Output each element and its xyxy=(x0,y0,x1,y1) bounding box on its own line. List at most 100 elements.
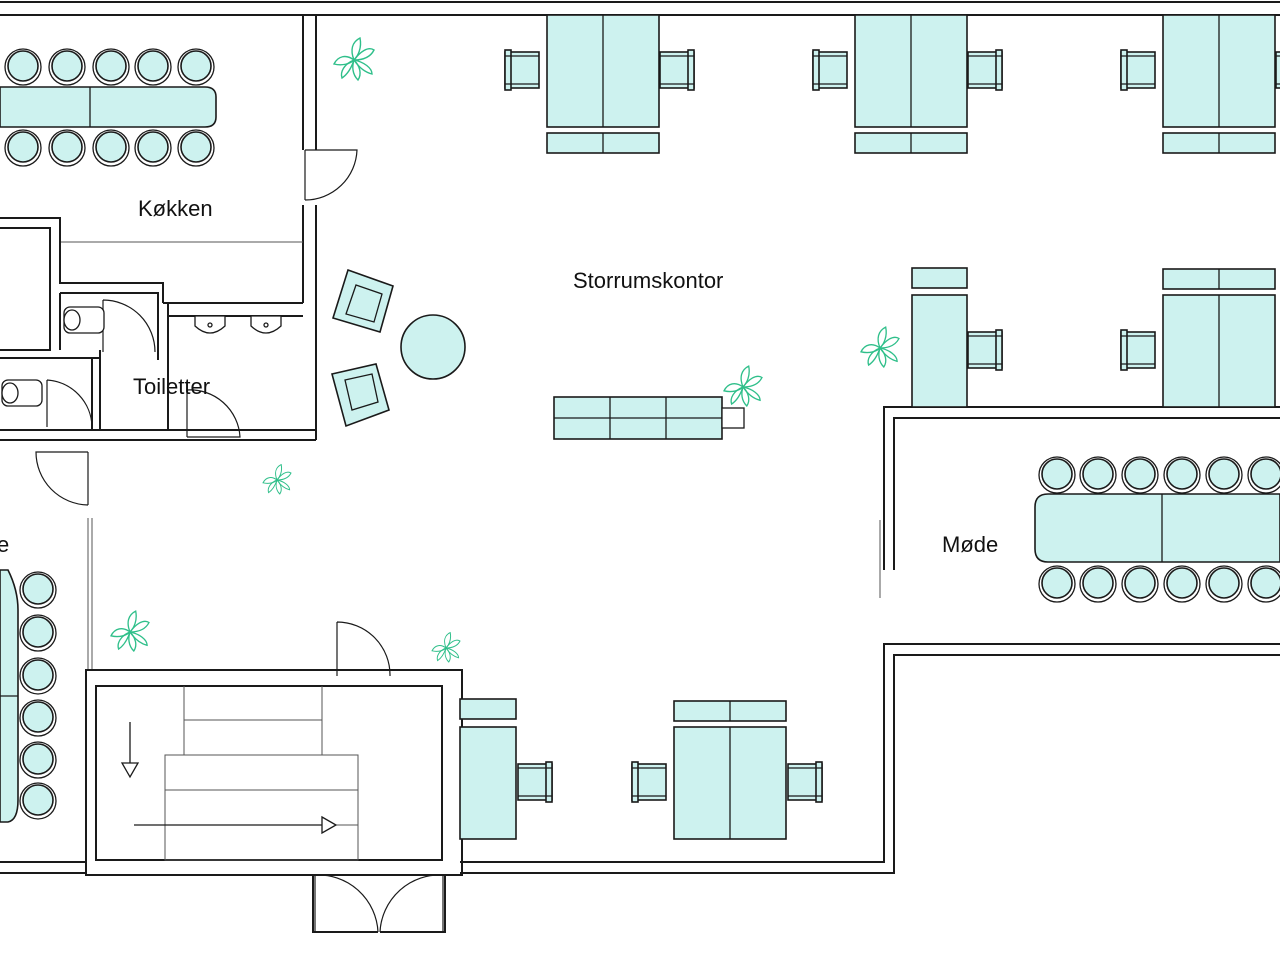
armchair-icon xyxy=(331,363,390,428)
chair-icon xyxy=(22,743,54,775)
sink-icon xyxy=(194,315,226,334)
desk-icon xyxy=(911,294,968,408)
chair-icon xyxy=(1166,458,1198,490)
walls xyxy=(0,1,1280,933)
chair-icon xyxy=(92,48,130,86)
chair-icon xyxy=(22,701,54,733)
staircase-icon xyxy=(120,686,359,861)
desk-cluster xyxy=(911,267,968,408)
chair-icon xyxy=(180,50,212,82)
plant-icon xyxy=(110,610,150,653)
chair-icon xyxy=(134,129,172,167)
kitchen-table xyxy=(0,48,217,167)
chair-icon xyxy=(22,616,54,648)
chair-icon xyxy=(22,784,54,816)
lounge xyxy=(331,268,745,440)
room-label-kitchen: Køkken xyxy=(138,196,213,221)
chair-icon xyxy=(177,129,215,167)
chair-icon xyxy=(51,131,83,163)
chair-icon xyxy=(19,614,57,652)
chair-icon xyxy=(1120,329,1156,371)
chair-icon xyxy=(22,659,54,691)
chair-icon xyxy=(1041,567,1073,599)
chairs-row xyxy=(4,129,215,167)
chair-icon xyxy=(504,49,540,91)
chair-icon xyxy=(1124,458,1156,490)
desk-icon xyxy=(459,726,517,840)
chair-icon xyxy=(1205,456,1243,494)
desk-cluster xyxy=(459,698,517,840)
west-meeting-table xyxy=(0,569,57,823)
toilet-fixtures xyxy=(1,306,282,407)
doors xyxy=(35,149,444,933)
desk-cluster xyxy=(854,14,968,154)
chair-icon xyxy=(1275,51,1280,89)
chair-icon xyxy=(1208,567,1240,599)
chair-icon xyxy=(177,48,215,86)
chair-icon xyxy=(19,741,57,779)
chair-icon xyxy=(1079,456,1117,494)
chairs-row xyxy=(1038,565,1280,603)
chair-icon xyxy=(517,761,553,803)
chair-icon xyxy=(1163,565,1201,603)
chair-icon xyxy=(48,48,86,86)
chair-icon xyxy=(4,129,42,167)
plant-icon xyxy=(262,463,292,495)
chair-icon xyxy=(1120,49,1156,91)
toilet-icon xyxy=(1,379,43,407)
chair-icon xyxy=(92,129,130,167)
room-label-open-office: Storrumskontor xyxy=(573,268,723,293)
chair-icon xyxy=(967,329,1003,371)
sink-icon xyxy=(250,315,282,334)
chair-icon xyxy=(631,761,667,803)
chair-icon xyxy=(1121,456,1159,494)
chairs-row xyxy=(4,48,215,86)
chair-icon xyxy=(1166,567,1198,599)
chair-icon xyxy=(967,49,1003,91)
chair-icon xyxy=(95,131,127,163)
chair-icon xyxy=(22,573,54,605)
round-table xyxy=(400,314,466,380)
chair-icon xyxy=(51,50,83,82)
desk-cluster xyxy=(1162,268,1276,408)
chair-icon xyxy=(1121,565,1159,603)
chair-icon xyxy=(812,49,848,91)
sofa xyxy=(553,396,745,440)
chair-icon xyxy=(1041,458,1073,490)
plant-icon xyxy=(860,326,900,369)
chair-icon xyxy=(137,131,169,163)
chair-icon xyxy=(137,50,169,82)
plant-icon xyxy=(431,631,461,663)
chair-icon xyxy=(1247,565,1280,603)
room-labels: Køkken Storrumskontor Toiletter Møde e xyxy=(0,196,998,557)
chairs-row xyxy=(19,571,57,820)
bench xyxy=(911,267,968,289)
plant-icon xyxy=(723,365,763,408)
chair-icon xyxy=(1250,458,1280,490)
chair-icon xyxy=(19,699,57,737)
bench xyxy=(459,698,517,720)
chair-icon xyxy=(1250,567,1280,599)
desk-cluster xyxy=(546,14,660,154)
chair-icon xyxy=(1038,456,1076,494)
desk-cluster xyxy=(1162,14,1276,154)
chair-icon xyxy=(19,571,57,609)
armchair-icon xyxy=(331,268,394,333)
meeting-table xyxy=(1034,456,1280,603)
chair-icon xyxy=(1208,458,1240,490)
chair-icon xyxy=(1082,567,1114,599)
chair-icon xyxy=(1124,567,1156,599)
room-label-meeting: Møde xyxy=(942,532,998,557)
chair-icon xyxy=(19,657,57,695)
chairs-row xyxy=(1038,456,1280,494)
chair-icon xyxy=(1247,456,1280,494)
chair-icon xyxy=(48,129,86,167)
plant-icon xyxy=(332,36,375,82)
chair-icon xyxy=(1163,456,1201,494)
chair-icon xyxy=(787,761,823,803)
room-label-toilets: Toiletter xyxy=(133,374,210,399)
desk-cluster xyxy=(673,700,787,840)
chair-icon xyxy=(95,50,127,82)
chair-icon xyxy=(1038,565,1076,603)
